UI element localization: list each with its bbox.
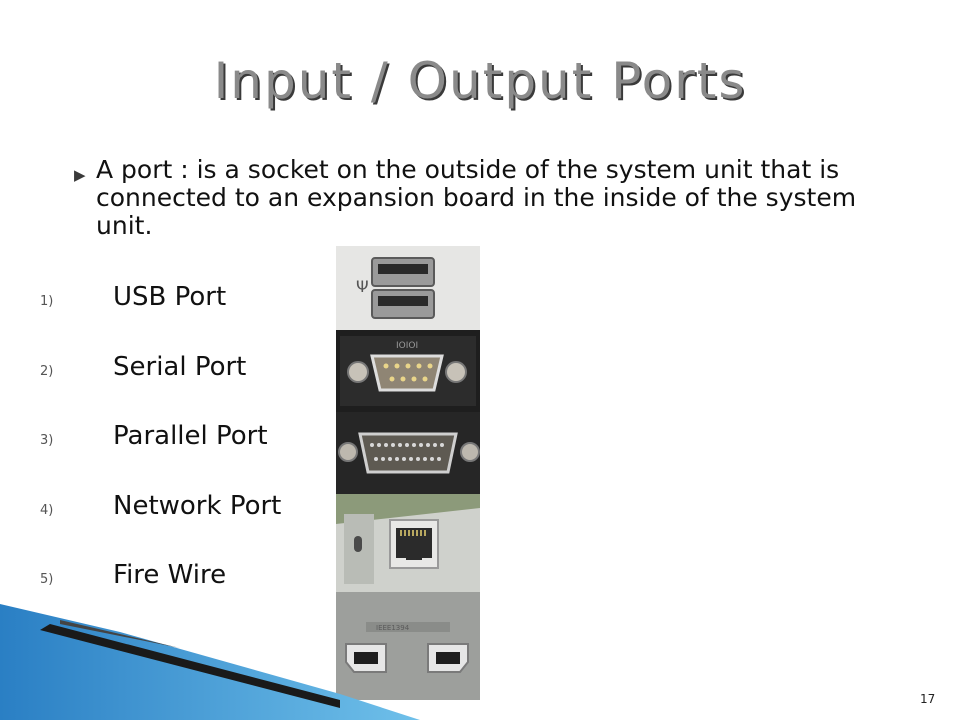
usb-port-icon: Ψ — [336, 246, 480, 330]
network-port-icon — [336, 494, 480, 592]
bullet-arrow-icon: ▶ — [74, 166, 86, 184]
list-item: 4) Network Port — [40, 491, 340, 531]
serial-port-photo: IOIOI — [336, 330, 480, 412]
list-item: 5) Fire Wire — [40, 560, 340, 600]
list-label: USB Port — [113, 282, 227, 312]
svg-text:Ψ: Ψ — [356, 277, 369, 296]
usb-port-photo: Ψ — [336, 246, 480, 330]
firewire-port-photo: IEEE1394 — [336, 592, 480, 700]
list-number: 1) — [40, 294, 54, 309]
list-label: Parallel Port — [113, 421, 268, 451]
list-number: 4) — [40, 503, 54, 518]
svg-text:IEEE1394: IEEE1394 — [376, 624, 410, 632]
parallel-port-photo — [336, 412, 480, 494]
list-item: 3) Parallel Port — [40, 421, 340, 461]
list-item: 2) Serial Port — [40, 352, 340, 392]
list-number: 2) — [40, 364, 54, 379]
page-number: 17 — [920, 692, 936, 706]
serial-port-icon: IOIOI — [336, 330, 480, 412]
network-port-photo — [336, 494, 480, 592]
firewire-port-icon: IEEE1394 — [336, 592, 480, 700]
list-label: Network Port — [113, 491, 282, 521]
list-item: 1) USB Port — [40, 282, 340, 322]
parallel-port-icon — [336, 412, 480, 494]
svg-text:IOIOI: IOIOI — [396, 341, 418, 351]
list-label: Fire Wire — [113, 560, 227, 590]
definition-bullet: ▶ A port : is a socket on the outside of… — [74, 155, 916, 240]
list-label: Serial Port — [113, 352, 247, 382]
list-number: 3) — [40, 433, 54, 448]
definition-text: A port : is a socket on the outside of t… — [96, 155, 857, 240]
decorative-swoosh — [0, 604, 420, 720]
list-number: 5) — [40, 572, 54, 587]
slide-title: Input / Output Ports — [213, 52, 747, 110]
